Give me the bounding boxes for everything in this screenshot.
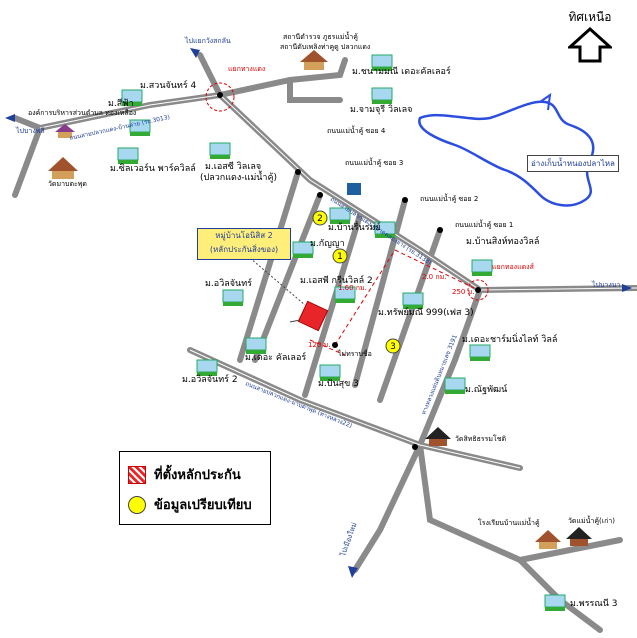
label-distance-1: 1.60 กม. (338, 284, 367, 292)
comparable-marker-3 (385, 338, 401, 354)
label-temple-left: วัดมาบตะพุด (48, 180, 87, 188)
label-temple-mid: วัดสิทธิธรรมโชติ (455, 435, 507, 443)
label-vill-pornmanee: ม.พรรณนี 3 (570, 599, 618, 609)
junction-circle-top (205, 82, 235, 112)
comparable-num-3: 3 (390, 342, 396, 352)
label-vill-banbueng: ม.บ้านรื่นรมย์ (328, 223, 381, 233)
label-vill-nanpat: ม.ณัฐพัฒน์ (465, 385, 508, 395)
comparable-num-2: 2 (317, 214, 323, 224)
label-soi1: ถนนแม่น้ำคู้ ซอย 1 (455, 221, 514, 229)
label-vill-aunchan2: ม.อวิลจันทร์ 2 (182, 375, 238, 385)
label-vill-sifa: ม.สีฟ้า (108, 99, 134, 109)
label-vill-bansungthong: ม.บ้านสิงห์ทองวิลล์ (466, 237, 540, 247)
north-label: ทิศเหนือ (568, 10, 612, 24)
water-tank-icon (347, 183, 361, 195)
legend-comparable-label: ข้อมูลเปรียบเทียบ (154, 498, 252, 513)
comparable-marker-2 (312, 210, 328, 226)
callout-pointer (249, 257, 306, 306)
label-vill-greenville: ม.เอสพี กรีนวิลล์ 2 (300, 276, 373, 286)
callout-line2: (หลักประกันสิ่งของ) (209, 245, 279, 254)
label-junction-right: แยกทองแดงส์ (492, 263, 534, 271)
label-vill-suanchan: ม.สวนจันทร์ 4 (140, 81, 197, 91)
exit-arrows (5, 48, 632, 578)
legend-row-comparable: ข้อมูลเปรียบเทียบ (128, 494, 252, 515)
village-icons (117, 54, 566, 611)
label-district: สถานีดับเพลิงท่าคูดู ปลวกแดง (280, 43, 371, 51)
collateral-pointer (289, 319, 301, 323)
label-police: สถานีตำรวจ ภูธรแม่น้ำคู้ (283, 33, 358, 41)
label-vill-thaphamnee: ม.ทรัพย์มณี 999(เฟส 3) (378, 308, 474, 318)
label-vill-decharm: ม.เดอะชาร์มนิ่งไลท์ วิลล์ (462, 335, 558, 345)
label-vill-chanuree: ม.จามจุรี วิลเลจ (350, 105, 413, 115)
label-vill-kanya: ม.กัญญา (310, 239, 345, 249)
label-vill-decolor: ม.เดอะ คัลเลอร์ (245, 353, 307, 363)
legend-comparable-swatch (128, 495, 146, 514)
label-vill-asc2: (ปลวกแดง-แม่น้ำคู้) (200, 173, 278, 183)
label-to-right: ไปบางนา (592, 281, 621, 289)
label-vill-aunchan: ม.อวิลจันทร์ (205, 279, 252, 289)
north-arrow-icon (566, 26, 614, 63)
label-temple-bottom: วัดแม่น้ำคู้(เก่า) (568, 517, 616, 525)
junction-circle-right (467, 279, 489, 301)
label-soi4: ถนนแม่น้ำคู้ ซอย 4 (327, 127, 386, 135)
legend-collateral-label: ที่ตั้งหลักประกัน (154, 468, 241, 483)
label-to-left: ไปบางพลี (16, 127, 45, 135)
label-distance-4: 120 ม. (308, 341, 331, 349)
callout-line1: หมู่บ้านโอนิสิส 2 (215, 231, 273, 240)
label-vill-chanamai: ม.ชนามมณี เดอะคัลเลอร์ (352, 67, 451, 77)
distance-lines (309, 249, 479, 356)
label-vill-silvertown: ม.ซิลเวอร์น พาร์ควิลล์ (110, 164, 196, 174)
label-nawee: ไม่ทราบชื่อ (338, 350, 372, 358)
legend: ที่ตั้งหลักประกัน ข้อมูลเปรียบเทียบ (119, 451, 271, 525)
junction-dots (217, 92, 481, 450)
label-soi3: ถนนแม่น้ำคู้ ซอย 3 (345, 159, 404, 167)
collateral-parcel (297, 300, 329, 332)
label-junction-top: แยกทางแดง (228, 65, 266, 73)
label-distance-3: 250 ม. (452, 288, 475, 296)
collateral-callout: หมู่บ้านโอนิสิส 2 (หลักประกันสิ่งของ) (197, 228, 291, 260)
label-vill-punsuk: ม.ปันสุข 3 (318, 379, 359, 389)
label-to-top: ไปแยกวังสกลัน (185, 37, 231, 45)
north-indicator: ทิศเหนือ (560, 8, 620, 67)
legend-row-collateral: ที่ตั้งหลักประกัน (128, 464, 241, 485)
comparable-marker-1 (332, 248, 348, 264)
label-distance-2: 2.0 กม. (422, 273, 447, 281)
label-district-office: องค์การบริหารส่วนตำบล ทองเหลือง (28, 109, 137, 117)
label-school: โรงเรียนบ้านแม่น้ำคู้ (478, 519, 540, 527)
label-soi2: ถนนแม่น้ำคู้ ซอย 2 (420, 195, 479, 203)
label-vill-asc: ม.เอสซี วิลเลจ (205, 162, 262, 172)
legend-collateral-swatch (128, 465, 146, 484)
comparable-num-1: 1 (337, 252, 343, 262)
temple-icons (48, 50, 592, 549)
lake (418, 100, 595, 207)
lake-label: อ่างเก็บน้ำหนองปลาไหล (527, 155, 619, 172)
lake-inlet (539, 92, 552, 111)
